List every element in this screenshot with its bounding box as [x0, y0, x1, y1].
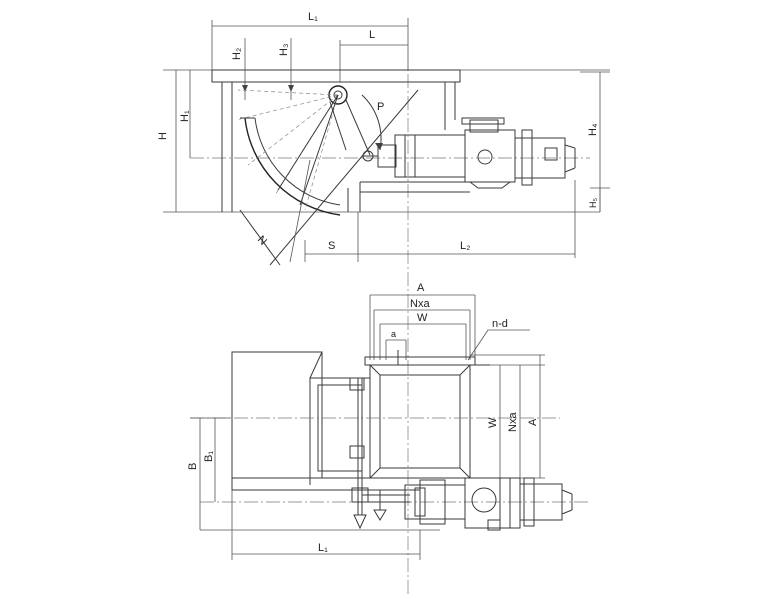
label-B1: B₁ [203, 451, 215, 462]
label-Nxa-side: Nxa [507, 412, 519, 432]
motor-body [514, 137, 566, 179]
label-W-side: W [487, 417, 499, 428]
label-H5: H₅ [588, 198, 598, 208]
pivot-circle [328, 85, 348, 105]
label-a: a [391, 329, 396, 339]
label-Nxa-top: Nxa [410, 298, 430, 310]
label-P: P [377, 101, 384, 113]
label-N: N [255, 234, 269, 248]
label-A-side: A [527, 418, 539, 426]
label-L1-bottom: L₁ [318, 542, 328, 554]
elevation-view: L₁ L H₂ H₃ H₁ H P H₄ H₅ N S L₂ [157, 11, 610, 597]
label-L1: L₁ [308, 11, 318, 23]
label-H: H [157, 132, 169, 140]
label-H2: H₂ [231, 48, 243, 60]
label-L: L [369, 29, 375, 41]
label-S: S [328, 240, 335, 252]
gearbox-housing [464, 129, 516, 183]
motor-plan [519, 483, 563, 521]
label-W-top: W [417, 312, 428, 324]
label-n-d: n-d [492, 318, 508, 330]
plan-view: A Nxa W a n-d W Nxa A B B₁ L₁ [187, 282, 590, 560]
label-L2: L₂ [460, 240, 470, 252]
label-A-top: A [417, 282, 425, 294]
label-B: B [187, 463, 199, 470]
label-H1: H₁ [179, 110, 191, 122]
label-H3: H₃ [278, 44, 290, 56]
inlet-body [231, 351, 323, 479]
label-H4: H₄ [587, 123, 599, 136]
top-flange [364, 356, 476, 366]
gate-opening [369, 364, 471, 479]
gate-sector-arc [244, 117, 341, 216]
